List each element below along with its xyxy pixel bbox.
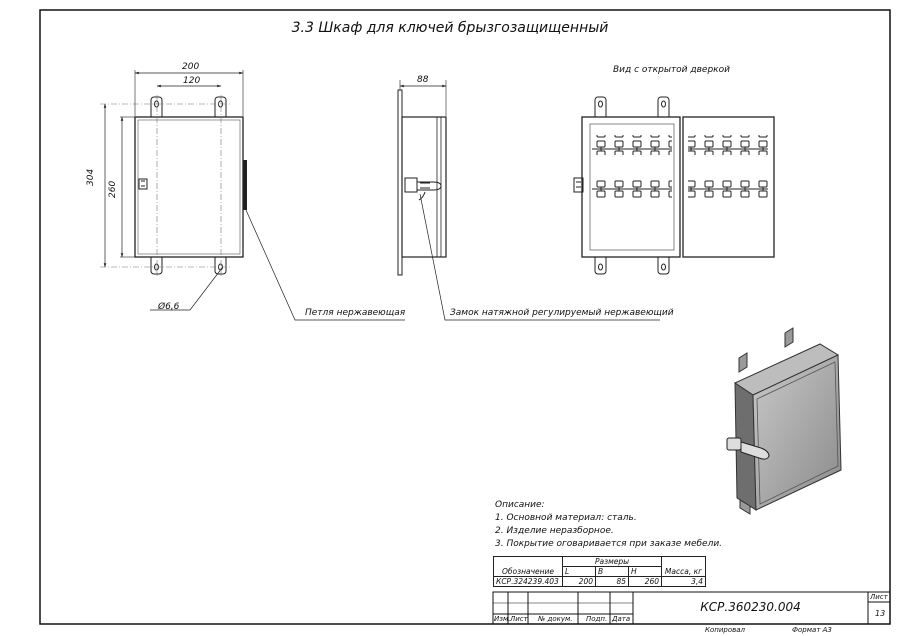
copied-label: Копировал (705, 626, 745, 634)
hinge-label: Петля нержавеющая (305, 308, 406, 318)
sheet-number: 13 (875, 609, 886, 618)
description-item: 3. Покрытие оговаривается при заказе меб… (495, 539, 723, 549)
col-list: Лист (510, 615, 528, 623)
spec-cell-b: 85 (595, 576, 629, 587)
spec-col-h: H (628, 566, 662, 577)
front-view (100, 70, 405, 321)
lock-label: Замок натяжной регулируемый нержавеющий (450, 308, 674, 318)
spec-cell-l: 200 (562, 576, 596, 587)
col-sign: Подп. (586, 615, 608, 623)
open-door-view (573, 96, 775, 275)
col-izm: Изм. (494, 615, 511, 623)
sheet-frame (39, 9, 891, 625)
description-heading: Описание: (495, 500, 545, 510)
col-doc: № докум. (538, 615, 573, 623)
dim-height-outer: 304 (86, 168, 96, 186)
title-block (492, 591, 891, 625)
sheet-label: Лист (870, 593, 888, 601)
description-item: 1. Основной материал: сталь. (495, 513, 637, 523)
description-item: 2. Изделие неразборное. (495, 526, 614, 536)
col-date: Дата (612, 615, 631, 623)
open-view-label: Вид с открытой дверкой (613, 65, 730, 75)
spec-cell-name: КСР.324239.403 (493, 576, 563, 587)
dim-width-outer: 200 (182, 62, 200, 72)
isometric-view (726, 327, 842, 515)
dim-hole: Ø6,6 (158, 302, 180, 312)
format-label: Формат А3 (792, 626, 832, 634)
spec-header-group: Размеры (562, 556, 662, 567)
dim-width-inner: 120 (183, 76, 201, 86)
dim-height-inner: 260 (108, 180, 118, 198)
spec-col-b: B (595, 566, 629, 577)
page-title: 3.3 Шкаф для ключей брызгозащищенный (291, 20, 609, 36)
spec-col-l: L (562, 566, 596, 577)
spec-col-mass: Масса, кг (661, 556, 706, 577)
doc-number: КСР.360230.004 (700, 600, 801, 614)
spec-cell-h: 260 (628, 576, 662, 587)
side-view (397, 80, 660, 321)
spec-table: Обозначение Размеры Масса, кг L B H КСР.… (493, 556, 706, 587)
dim-depth: 88 (417, 75, 429, 85)
spec-col-name: Обозначение (493, 556, 563, 577)
spec-cell-mass: 3,4 (661, 576, 706, 587)
